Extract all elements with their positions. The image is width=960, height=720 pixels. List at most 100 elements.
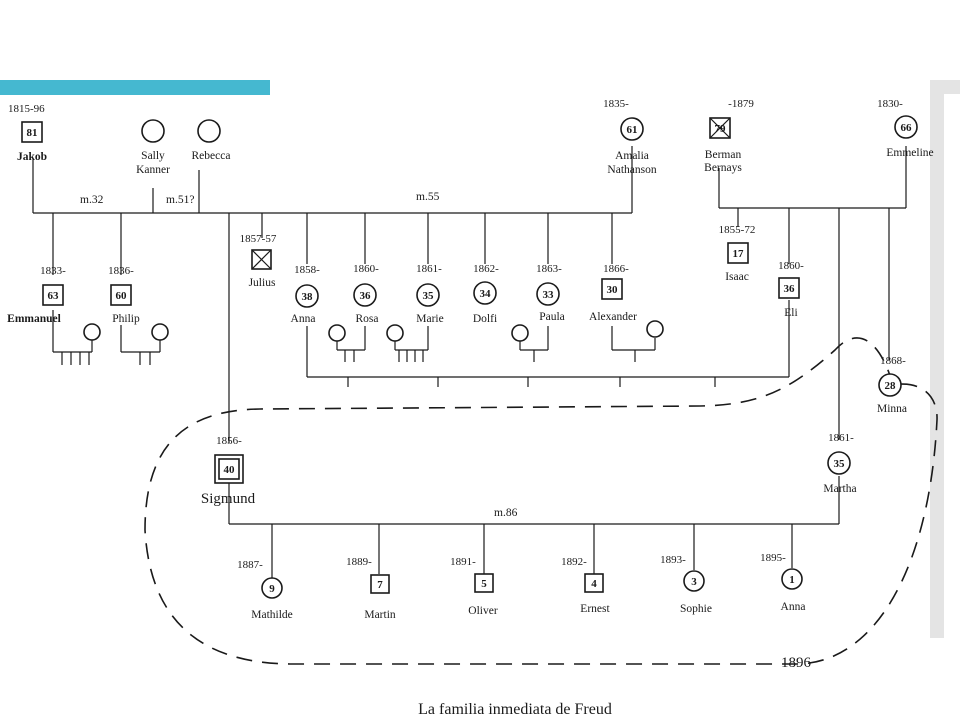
emmeline-name: Emmeline: [886, 147, 933, 159]
anna-sister-years: 1858-: [294, 264, 320, 276]
alexander-age: 30: [607, 284, 619, 296]
alexander-symbol: [601, 278, 623, 300]
person-sigmund: 1856- 40 Sigmund: [201, 435, 256, 507]
emmanuel-symbol: [42, 284, 64, 306]
right-edge-strip: [930, 80, 960, 638]
person-anna-daughter: 1895- 1 Anna: [760, 552, 805, 613]
rosa-years: 1860-: [353, 263, 379, 275]
rosa-name: Rosa: [356, 313, 379, 325]
philip-years: 1836-: [108, 265, 134, 277]
rosa-symbol: [353, 283, 377, 307]
sophie-name: Sophie: [680, 603, 712, 615]
anna-daughter-age: 1: [789, 574, 795, 586]
minna-symbol: [878, 373, 902, 397]
berman-age: 79: [715, 123, 727, 135]
philip-symbol: [110, 284, 132, 306]
anna-sister-name: Anna: [291, 313, 316, 325]
amalia-surname: Nathanson: [607, 164, 656, 176]
sigmund-years: 1856-: [216, 435, 242, 447]
marie-symbol: [416, 283, 440, 307]
ernest-age: 4: [591, 578, 597, 590]
person-rosa: 1860- 36 Rosa: [353, 263, 379, 325]
marriage-label-1855: m.55: [416, 191, 440, 203]
person-alexander: 1866- 30 Alexander: [589, 263, 637, 323]
sophie-years: 1893-: [660, 554, 686, 566]
eli-years: 1860-: [778, 260, 804, 272]
anna-daughter-symbol: [781, 568, 803, 590]
person-anna-sister: 1858- 38 Anna: [291, 264, 321, 325]
paula-name: Paula: [539, 311, 565, 323]
alexander-spouse-symbol: [646, 320, 664, 338]
emmeline-age: 66: [901, 122, 913, 134]
sally-symbol: [141, 119, 165, 143]
anna-daughter-name: Anna: [781, 601, 806, 613]
rosa-age: 36: [360, 290, 372, 302]
philip-name: Philip: [112, 313, 140, 325]
julius-years: 1857-57: [240, 233, 277, 245]
marriage-label-1832: m.32: [80, 194, 104, 206]
isaac-symbol: [727, 242, 749, 264]
dolfi-name: Dolfi: [473, 313, 497, 325]
person-sally-kanner: Sally Kanner: [136, 119, 170, 176]
oliver-years: 1891-: [450, 556, 476, 568]
sigmund-age: 40: [224, 464, 236, 476]
berman-name: Berman: [705, 149, 742, 161]
isaac-age: 17: [733, 248, 745, 260]
amalia-age: 61: [627, 124, 638, 136]
person-amalia: 1835- 61 Amalia Nathanson: [603, 98, 657, 176]
paula-spouse-symbol: [511, 324, 529, 342]
marie-name: Marie: [416, 313, 443, 325]
marie-age: 35: [423, 290, 435, 302]
dolfi-years: 1862-: [473, 263, 499, 275]
diagram-caption: La familia inmediata de Freud: [418, 701, 612, 718]
isaac-years: 1855-72: [719, 224, 756, 236]
alexander-years: 1866-: [603, 263, 629, 275]
martha-name: Martha: [823, 483, 856, 495]
sophie-symbol: [683, 570, 705, 592]
emmanuel-name: Emmanuel: [7, 313, 61, 325]
berman-surname: Bernays: [704, 162, 742, 174]
person-dolfi: 1862- 34 Dolfi: [473, 263, 499, 325]
alexander-name: Alexander: [589, 311, 637, 323]
emmanuel-age: 63: [48, 290, 60, 302]
person-oliver: 1891- 5 Oliver: [450, 556, 498, 617]
minna-years: 1868-: [880, 355, 906, 367]
sophie-age: 3: [691, 576, 697, 588]
paula-symbol: [536, 282, 560, 306]
mathilde-name: Mathilde: [251, 609, 293, 621]
rebecca-name: Rebecca: [192, 150, 231, 162]
paula-age: 33: [543, 289, 555, 301]
ernest-years: 1892-: [561, 556, 587, 568]
emmanuel-years: 1833-: [40, 265, 66, 277]
eli-symbol: [778, 277, 800, 299]
person-emmanuel: 1833- 63 Emmanuel: [7, 265, 66, 325]
person-eli: 1860- 36 Eli: [778, 260, 804, 319]
anna-daughter-years: 1895-: [760, 552, 786, 564]
person-isaac: 1855-72 17 Isaac: [719, 224, 756, 283]
dolfi-symbol: [473, 281, 497, 305]
jakob-age: 81: [27, 127, 38, 139]
mathilde-symbol: [261, 577, 283, 599]
oliver-symbol: [474, 573, 494, 593]
ernest-symbol: [584, 573, 604, 593]
minna-age: 28: [885, 380, 897, 392]
jakob-symbol: [21, 121, 43, 143]
sigmund-name: Sigmund: [201, 491, 256, 507]
marriage-label-1851: m.51?: [166, 194, 194, 206]
person-paula: 1863- 33 Paula: [536, 263, 565, 323]
sally-surname: Kanner: [136, 164, 170, 176]
household-enclosure: [144, 337, 938, 665]
accent-bar: [0, 80, 270, 95]
martin-symbol: [370, 574, 390, 594]
person-sophie: 1893- 3 Sophie: [660, 554, 712, 615]
anna-sister-symbol: [295, 284, 319, 308]
person-martin: 1889- 7 Martin: [346, 556, 396, 621]
person-philip: 1836- 60 Philip: [108, 265, 140, 325]
amalia-name: Amalia: [615, 150, 649, 162]
minna-name: Minna: [877, 403, 907, 415]
eli-age: 36: [784, 283, 796, 295]
mathilde-years: 1887-: [237, 559, 263, 571]
person-mathilde: 1887- 9 Mathilde: [237, 559, 293, 621]
